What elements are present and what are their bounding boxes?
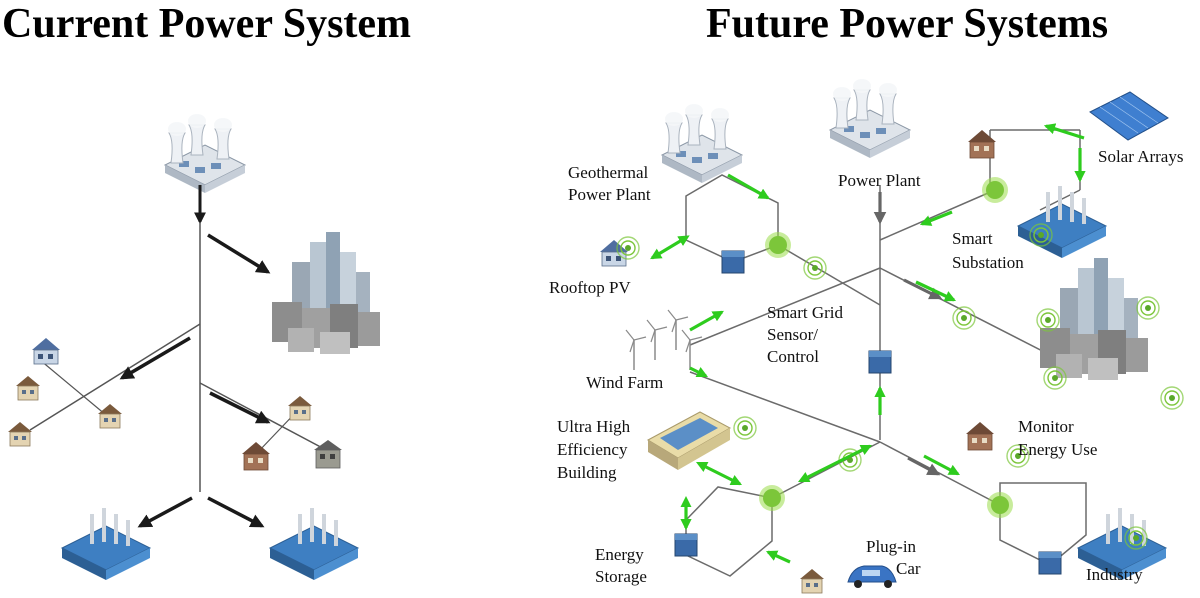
plug-in-car-label: Plug-in Car — [866, 537, 921, 578]
future-system-title: Future Power Systems — [706, 1, 1109, 47]
future-system: Geothermal Power Plant Power Plant Solar… — [549, 78, 1184, 594]
power-plant-icon — [661, 103, 743, 184]
storage-cube-icon — [1038, 551, 1062, 575]
house-icon — [287, 395, 313, 421]
wind-turbine-icon — [625, 309, 703, 371]
smart-substation-label: Smart Substation — [952, 229, 1024, 272]
energy-storage-label: Energy Storage — [595, 545, 648, 586]
storage-cube-icon — [868, 350, 892, 374]
house-icon — [31, 337, 61, 365]
power-plant-label: Power Plant — [838, 171, 921, 190]
smart-node-icon — [982, 177, 1008, 203]
wind-farm-label: Wind Farm — [586, 373, 663, 392]
house-icon — [965, 421, 995, 451]
smart-node-icon — [987, 492, 1013, 518]
factory-icon — [269, 507, 359, 581]
house-icon — [97, 403, 123, 429]
solar-panel-icon — [1089, 91, 1169, 141]
factory-icon — [61, 507, 151, 581]
house-icon — [967, 129, 997, 159]
rooftop-pv-label: Rooftop PV — [549, 278, 631, 297]
city-icon — [272, 232, 380, 354]
smart-node-icon — [765, 232, 791, 258]
house-icon — [7, 421, 33, 447]
efficient-building-icon — [646, 411, 732, 470]
current-system-title: Current Power System — [2, 1, 412, 47]
industry-label: Industry — [1086, 565, 1143, 584]
current-system — [7, 113, 380, 581]
power-plant-icon — [164, 113, 246, 194]
monitor-energy-label: Monitor Energy Use — [1018, 417, 1097, 459]
power-plant-icon — [829, 78, 911, 159]
solar-arrays-label: Solar Arrays — [1098, 147, 1183, 166]
house-icon — [241, 441, 271, 471]
house-icon — [15, 375, 41, 401]
smart-node-icon — [759, 485, 785, 511]
car-icon — [847, 565, 897, 588]
house-icon — [313, 439, 343, 469]
storage-cube-icon — [721, 250, 745, 274]
city-icon — [1040, 258, 1148, 380]
smart-grid-sensor-label: Smart Grid Sensor/ Control — [767, 303, 847, 366]
ultra-building-label: Ultra High Efficiency Building — [557, 417, 634, 482]
storage-cube-icon — [674, 533, 698, 557]
geothermal-label: Geothermal Power Plant — [568, 163, 653, 204]
house-icon — [799, 568, 825, 594]
factory-icon — [1017, 185, 1107, 259]
